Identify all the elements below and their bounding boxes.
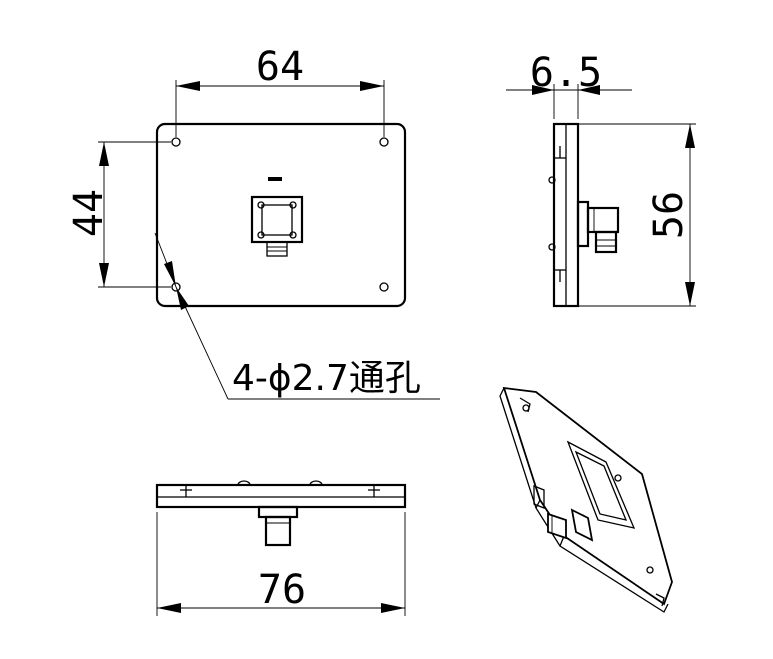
dim-label-bottom: 76 [258,567,306,613]
connector-inner [261,204,293,236]
bottom-connector-flange [257,505,299,519]
mount-hole-top-left [171,137,181,147]
dimension-side-56: 56 [578,123,696,307]
connector-screw-3 [257,231,265,239]
iso-inner-frame [566,440,636,529]
iso-connector-body [570,508,594,542]
dim-label-left: 44 [66,189,112,237]
side-connector-plug [594,230,618,254]
dim-label-side-height: 56 [646,191,692,239]
dim-label-side-thickness: 6.5 [530,50,602,96]
front-plate-outline [155,122,407,308]
isometric-view [499,386,673,613]
dimension-bottom-76: 76 [156,512,406,616]
side-view [548,122,620,308]
mount-hole-bottom-right [379,282,389,292]
connector-screw-2 [289,201,297,209]
bottom-connector-plug [264,515,292,547]
connector-stub [266,241,288,257]
hole-callout: 4-ϕ2.7通孔 [154,232,440,400]
iso-connector-plug [547,512,567,540]
connector-screw-1 [257,201,265,209]
mount-hole-bottom-left [171,282,181,292]
hole-note-label: 4-ϕ2.7通孔 [232,358,421,399]
front-view [155,122,407,308]
bottom-plate [155,483,407,509]
mount-hole-top-right [379,137,389,147]
bottom-view [155,480,407,547]
connector-marker [268,177,282,181]
dimension-top-64: 64 [175,44,385,137]
dimension-left-44: 44 [66,141,171,288]
dimension-side-6-5: 6.5 [506,50,632,119]
dim-label-top: 64 [256,44,304,90]
side-connector-elbow [586,206,620,234]
side-connector-body [576,200,590,248]
connector-screw-4 [289,231,297,239]
